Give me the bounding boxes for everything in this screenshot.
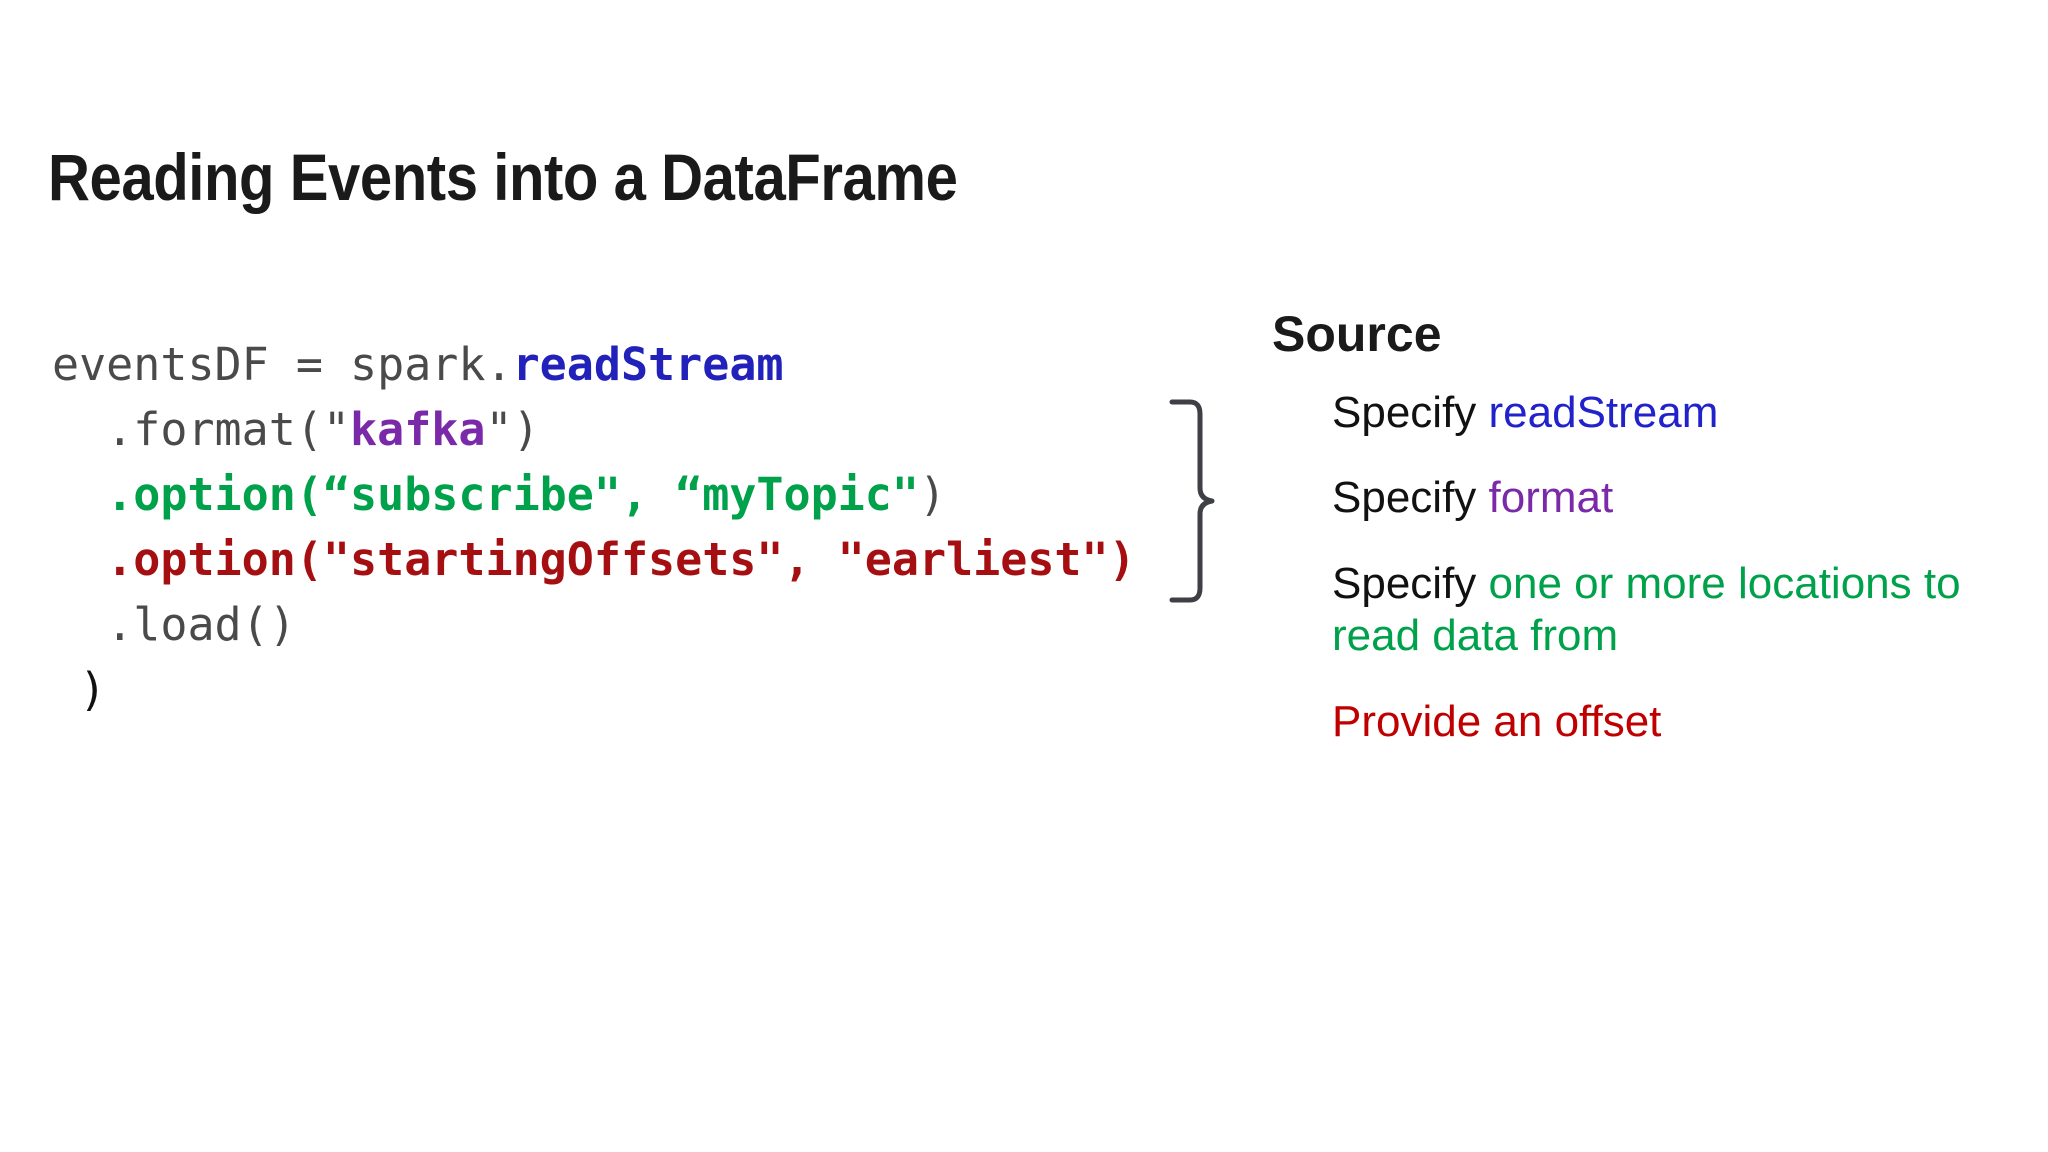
code-token: kafka xyxy=(350,403,486,456)
page-title: Reading Events into a DataFrame xyxy=(48,140,958,215)
code-snippet: eventsDF = spark.readStream .format("kaf… xyxy=(52,332,1172,722)
code-line: ) xyxy=(52,657,1172,722)
code-token: ) xyxy=(52,663,107,716)
code-token xyxy=(52,533,106,586)
curly-brace-right-icon-svg xyxy=(1169,399,1215,603)
code-line: eventsDF = spark.readStream xyxy=(52,332,1172,397)
source-bullet-item: Specify format xyxy=(1332,472,2032,524)
code-token: .option(“subscribe", “myTopic" xyxy=(106,468,919,521)
code-token: .option("startingOffsets", "earliest") xyxy=(106,533,1136,586)
code-token: eventsDF = spark. xyxy=(52,338,513,391)
code-line: .load() xyxy=(52,592,1172,657)
source-bullet-text: format xyxy=(1488,473,1614,523)
source-bullet-text: Provide an offset xyxy=(1332,697,1662,747)
source-bullet-text: Specify xyxy=(1332,387,1489,437)
source-bullet-item: Specify readStream xyxy=(1332,387,2032,439)
source-bullet-item: Provide an offset xyxy=(1332,696,2032,748)
code-line: .format("kafka") xyxy=(52,397,1172,462)
code-token: .format(" xyxy=(52,403,351,456)
source-heading: Source xyxy=(1272,306,1442,362)
code-token xyxy=(52,468,106,521)
code-line: .option(“subscribe", “myTopic") xyxy=(52,462,1172,527)
source-bullet-item: Specify one or more locations to read da… xyxy=(1332,558,2032,662)
source-bullet-text: Specify xyxy=(1332,559,1489,609)
code-token: ") xyxy=(485,403,540,456)
source-bullet-text: one or more locations to read data from xyxy=(1332,559,1961,661)
source-bullet-text: readStream xyxy=(1488,387,1719,437)
source-bullet-text: Specify xyxy=(1332,473,1489,523)
code-token: .load() xyxy=(52,598,296,651)
curly-brace-right-icon xyxy=(1168,398,1232,604)
code-line: .option("startingOffsets", "earliest") xyxy=(52,527,1172,592)
code-token: readStream xyxy=(512,338,784,391)
code-token: ) xyxy=(918,468,947,521)
